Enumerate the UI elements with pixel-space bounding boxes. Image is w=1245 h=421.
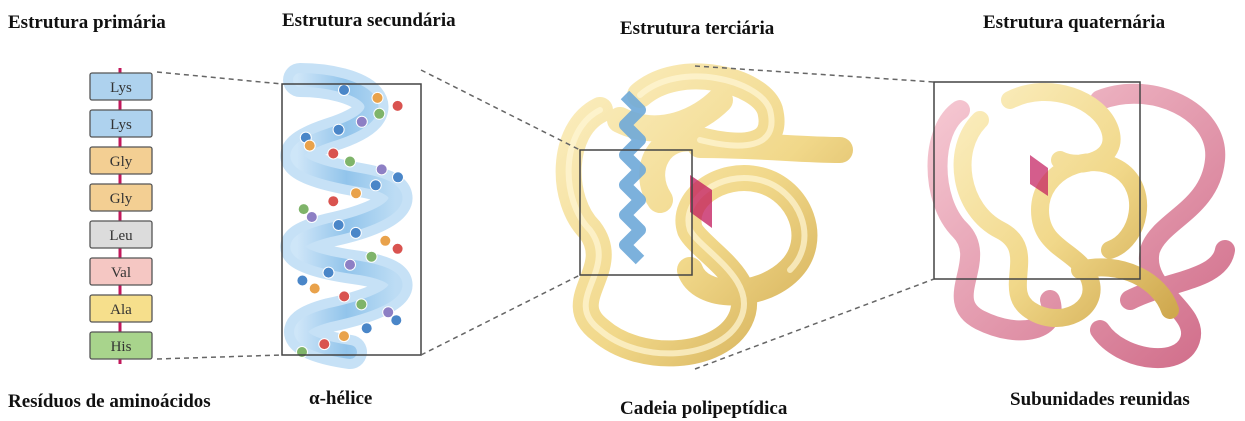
helix-atom [356, 116, 367, 127]
secondary-structure-title: Estrutura secundária [282, 11, 456, 30]
helix-atom [328, 196, 339, 207]
residue-label: Leu [109, 228, 133, 244]
helix-atom [345, 259, 356, 270]
helix-atom [333, 124, 344, 135]
helix-atom [306, 212, 317, 223]
helix-atom [339, 291, 350, 302]
residue-label: Val [111, 265, 131, 281]
helix-atom [370, 180, 381, 191]
helix-atom [345, 156, 356, 167]
polypeptide-chain-caption: Cadeia polipeptídica [620, 399, 787, 418]
zoom-connector-secondary [421, 70, 580, 355]
residue-label: Gly [110, 191, 133, 207]
residue-val: Val [90, 258, 152, 285]
helix-atom [376, 164, 387, 175]
helix-atom [304, 140, 315, 151]
helix-atom [328, 148, 339, 159]
helix-atom [297, 275, 308, 286]
residue-label: Gly [110, 154, 133, 170]
helix-atom [297, 347, 308, 358]
zoom-connector-primary [157, 72, 282, 359]
residue-leu: Leu [90, 221, 152, 248]
residue-lys: Lys [90, 110, 152, 137]
helix-segment [625, 95, 640, 260]
alpha-helix [282, 80, 421, 358]
residue-ala: Ala [90, 295, 152, 322]
helix-atom [351, 188, 362, 199]
subunit-gold [963, 92, 1170, 318]
tertiary-structure-title: Estrutura terciária [620, 19, 774, 38]
helix-atom [366, 251, 377, 262]
helix-atom [350, 227, 361, 238]
helix-atom [333, 220, 344, 231]
helix-atom [319, 339, 330, 350]
assembled-subunits-caption: Subunidades reunidas [1010, 390, 1190, 409]
helix-atom [361, 323, 372, 334]
helix-atom [374, 108, 385, 119]
helix-atom [392, 243, 403, 254]
residue-lys: Lys [90, 73, 152, 100]
helix-atom [372, 92, 383, 103]
alpha-helix-caption: α-hélice [309, 389, 372, 408]
helix-atom [323, 267, 334, 278]
helix-atom [393, 172, 404, 183]
helix-atom [339, 85, 350, 96]
residue-his: His [90, 332, 152, 359]
residue-label: Lys [110, 80, 132, 96]
amino-acid-residues-caption: Resíduos de aminoácidos [8, 392, 211, 411]
residue-gly: Gly [90, 184, 152, 211]
quaternary-structure-title: Estrutura quaternária [983, 13, 1165, 32]
helix-atom [339, 331, 350, 342]
quaternary-structure [934, 82, 1225, 358]
helix-atom [392, 100, 403, 111]
primary-structure-title: Estrutura primária [8, 13, 166, 32]
helix-atom [309, 283, 320, 294]
heme-group-quaternary [1030, 155, 1048, 196]
tertiary-structure [569, 76, 840, 353]
helix-atom [380, 235, 391, 246]
residue-label: Lys [110, 117, 132, 133]
residue-gly: Gly [90, 147, 152, 174]
residue-label: Ala [110, 302, 132, 318]
helix-atom [356, 299, 367, 310]
residue-label: His [111, 339, 132, 355]
helix-atom [391, 315, 402, 326]
